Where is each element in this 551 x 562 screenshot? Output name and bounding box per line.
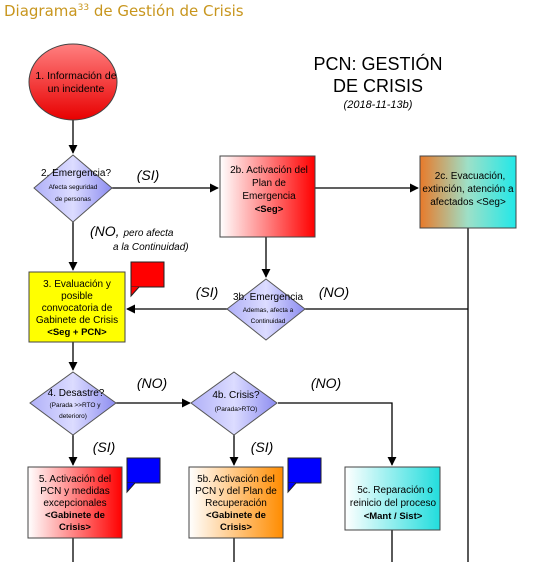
node-5b-line1: 5b. Activación del <box>197 474 275 485</box>
label-si-4b-5b: (SI) <box>251 439 274 455</box>
label-si-3b-3: (SI) <box>196 284 219 300</box>
node-4b-sub1: (Parada>RTO) <box>215 406 258 413</box>
caption-suffix: de Gestión de Crisis <box>89 2 244 20</box>
node-2c-evacuation: 2c. Evacuación, extinción, atención a af… <box>419 155 517 229</box>
label-no-4-4b: (NO) <box>137 375 167 391</box>
node-3-line2: posible <box>61 291 93 302</box>
label-no-2-3-big: (NO, <box>90 223 120 239</box>
node-2b-line2: Plan de <box>252 178 286 189</box>
node-4-sub1: (Parada >>RTO y <box>49 402 101 409</box>
node-3-line5: <Seg + PCN> <box>47 327 107 338</box>
node-3-evaluation: 3. Evaluación y posible convocatoria de … <box>28 271 126 343</box>
caption-footnote: 33 <box>77 3 90 13</box>
label-no-2-3: (NO, pero afecta <box>90 223 174 239</box>
node-4b-crisis-decision: 4b. Crisis? (Parada>RTO) <box>190 371 278 436</box>
label-no-4b-5c: (NO) <box>311 375 341 391</box>
node-3-line1: 3. Evaluación y <box>43 279 111 290</box>
node-5b-line4: <Gabinete de <box>206 510 266 521</box>
node-2c-line2: extinción, atención a <box>422 184 514 195</box>
node-2c-line3: afectados <Seg> <box>430 197 506 208</box>
label-no-3b: (NO) <box>319 284 349 300</box>
node-1-line2: un incidente <box>48 83 105 95</box>
node-2c-line1: 2c. Evacuación, <box>435 171 506 182</box>
node-2-emergency-decision: 2. Emergencia? Afecta seguridad de perso… <box>33 154 113 223</box>
node-2b-line1: 2b. Activación del <box>230 165 308 176</box>
label-si-4-5: (SI) <box>93 439 116 455</box>
node-5b-line2: PCN y del Plan de <box>195 486 277 497</box>
node-5c-line2: reinicio del proceso <box>350 498 437 509</box>
node-2-sub2: de personas <box>55 196 92 203</box>
node-3b-main: 3b. Emergencia <box>233 292 303 303</box>
diagram-caption: Diagrama33 de Gestión de Crisis <box>4 2 244 20</box>
node-3-line4: Gabinete de Crisis <box>36 315 118 326</box>
node-2b-line3: Emergencia <box>242 191 296 202</box>
node-1-incident-info: 1. Información de un incidente <box>28 43 118 121</box>
node-5-line5: Crisis> <box>59 522 91 533</box>
node-5b-line5: Crisis> <box>220 522 252 533</box>
node-4-disaster-decision: 4. Desastre? (Parada >>RTO y deterioro) <box>29 371 117 436</box>
label-no-2-3-line2: a la Continuidad) <box>113 242 189 253</box>
blue-flag-icon <box>126 457 161 494</box>
flow-edges <box>68 120 469 562</box>
node-5-line2: PCN y medidas <box>40 486 109 497</box>
label-si-2-2b: (SI) <box>137 167 160 183</box>
diagram-title-line1: PCN: GESTIÓN <box>313 53 442 74</box>
edge-4b-5c <box>278 402 397 466</box>
node-2-main: 2. Emergencia? <box>41 168 111 179</box>
node-2-sub1: Afecta seguridad <box>49 184 98 191</box>
node-5b-recovery-plan: 5b. Activación del PCN y del Plan de Rec… <box>188 466 284 539</box>
node-5-line3: excepcionales <box>43 498 106 509</box>
blue-flag-icon <box>287 457 322 494</box>
caption-prefix: Diagrama <box>4 2 78 20</box>
node-5c-line1: 5c. Reparación o <box>357 485 433 496</box>
node-1-line1: 1. Información de <box>35 70 116 82</box>
label-no-2-3-rest: pero afecta <box>122 228 173 239</box>
node-3b-sub1: Ademas, afecta a <box>243 307 294 314</box>
node-2b-line4: <Seg> <box>255 204 284 215</box>
node-4-main: 4. Desastre? <box>48 388 105 399</box>
node-3b-emergency-continuity-decision: 3b. Emergencia Ademas, afecta a Continui… <box>226 278 306 341</box>
diagram-title-line2: DE CRISIS <box>333 76 423 96</box>
node-5-exceptional-measures: 5. Activación del PCN y medidas excepcio… <box>27 466 123 539</box>
node-3b-sub2: Continuidad <box>251 318 286 325</box>
node-3-line3: convocatoria de <box>42 303 113 314</box>
red-flag-icon <box>130 261 165 298</box>
node-5-line1: 5. Activación del <box>39 474 111 485</box>
node-4-sub2: deterioro) <box>59 413 87 420</box>
node-2b-emergency-plan: 2b. Activación del Plan de Emergencia <S… <box>219 155 316 238</box>
node-5c-repair-restart: 5c. Reparación o reinicio del proceso <M… <box>344 466 441 531</box>
diagram-title-date: (2018-11-13b) <box>344 99 413 111</box>
node-5c-line3: <Mant / Sist> <box>364 511 423 522</box>
node-5b-line3: Recuperación <box>205 498 267 509</box>
node-4b-main: 4b. Crisis? <box>212 390 260 401</box>
node-5-line4: <Gabinete de <box>45 510 105 521</box>
